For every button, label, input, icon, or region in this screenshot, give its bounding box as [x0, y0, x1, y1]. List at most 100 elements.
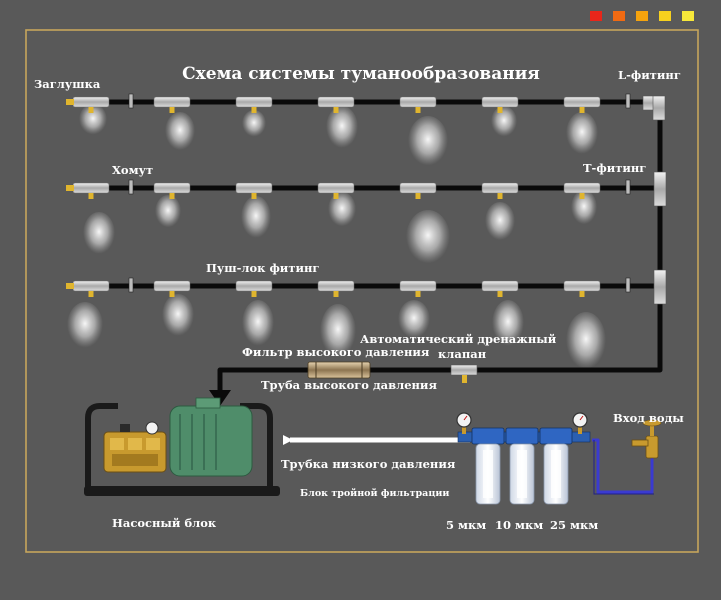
diagram-title: Схема системы туманообразования	[182, 64, 540, 84]
drain-valve-icon	[450, 364, 478, 383]
water-tap-icon	[631, 419, 662, 459]
nozzle-icon	[251, 193, 257, 199]
plugs	[66, 99, 74, 289]
plug-icon	[66, 99, 74, 105]
nozzle-icon	[251, 107, 257, 113]
clamp-icon	[625, 277, 631, 293]
nozzle-icon	[415, 193, 421, 199]
high-pressure-filter	[307, 361, 371, 379]
push-lock-fitting-icon	[563, 96, 601, 108]
label-5-micron: 5 мкм	[446, 518, 486, 532]
nozzle-icon	[169, 291, 175, 297]
nozzle-icon	[88, 107, 94, 113]
label-triple-filter: Блок тройной фильтрации	[300, 488, 449, 499]
label-t-fitting: Т-фитинг	[583, 161, 646, 175]
mist-cloud	[241, 196, 271, 240]
label-25-micron: 25 мкм	[550, 518, 598, 532]
pipe-vertical-riser	[302, 105, 663, 373]
nozzle-icon	[333, 107, 339, 113]
corner-square-amber	[636, 11, 648, 21]
mist-cloud	[162, 294, 194, 338]
mist-cloud	[408, 116, 448, 168]
push-lock-fitting-icon	[72, 280, 110, 292]
pressure-gauge-icon	[572, 412, 588, 434]
mist-cloud	[242, 300, 274, 348]
mist-cloud	[320, 304, 356, 360]
mist-cloud	[67, 302, 103, 350]
nozzle-icon	[415, 107, 421, 113]
nozzle-icon	[169, 193, 175, 199]
mist-cloud	[79, 104, 107, 136]
label-drain-valve-line2: клапан	[438, 347, 487, 361]
nozzle-icon	[497, 193, 503, 199]
mist-cloud	[165, 112, 195, 152]
mist-cloud	[83, 212, 115, 256]
label-hp-pipe: Труба высокого давления	[261, 378, 437, 392]
nozzle-icon	[333, 291, 339, 297]
nozzle-icon	[497, 291, 503, 297]
push-lock-fitting-icon	[153, 280, 191, 292]
corner-squares	[590, 11, 694, 21]
corner-square-orange	[613, 11, 625, 21]
clamp-icon	[625, 93, 631, 109]
push-lock-fitting-icon	[481, 96, 519, 108]
clamp-icon	[128, 93, 134, 109]
push-lock-fitting-icon	[481, 280, 519, 292]
nozzle-icon	[169, 107, 175, 113]
nozzle-icon	[579, 193, 585, 199]
hp-filter-body	[307, 361, 371, 379]
push-lock-fitting-icon	[399, 96, 437, 108]
mist-cloud	[155, 195, 181, 229]
label-push-lock: Пуш-лок фитинг	[206, 261, 319, 275]
mist-cloud	[566, 312, 606, 372]
t-fitting-icon	[653, 269, 667, 305]
clamp-icon	[128, 179, 134, 195]
push-lock-fitting-icon	[563, 182, 601, 194]
frame-border	[25, 29, 699, 553]
pump-base-frame	[84, 486, 280, 496]
filter-housing-25	[539, 427, 573, 505]
plug-icon	[66, 185, 74, 191]
mist-clouds	[67, 104, 606, 372]
label-pump: Насосный блок	[112, 516, 217, 530]
push-lock-fitting-icon	[235, 182, 273, 194]
mist-cloud	[571, 190, 597, 226]
label-clamp: Хомут	[112, 163, 153, 177]
water-inlet-hose	[592, 438, 654, 495]
mist-cloud	[398, 300, 430, 340]
mist-cloud	[328, 192, 356, 228]
nozzle-icon	[579, 107, 585, 113]
nozzle-icon	[251, 291, 257, 297]
corner-square-red	[590, 11, 602, 21]
corner-square-yellow	[659, 11, 671, 21]
nozzle-icon	[415, 291, 421, 297]
push-lock-fitting-icon	[235, 280, 273, 292]
label-l-fitting: L-фитинг	[618, 68, 681, 82]
push-lock-fitting-icon	[317, 96, 355, 108]
label-plug: Заглушка	[34, 77, 101, 91]
push-lock-fitting-icon	[72, 96, 110, 108]
label-drain-valve-line1: Автоматический дренажный	[360, 332, 557, 346]
pump-gauge-icon	[145, 421, 159, 435]
label-water-inlet: Вход воды	[613, 411, 684, 425]
push-lock-fitting-icon	[72, 182, 110, 194]
mist-cloud	[406, 210, 450, 266]
nozzles	[72, 96, 601, 297]
nozzle-icon	[88, 193, 94, 199]
pressure-gauge-icon	[456, 412, 472, 434]
mist-cloud	[242, 110, 266, 138]
filter-housing-5	[471, 427, 505, 505]
push-lock-fitting-icon	[481, 182, 519, 194]
labels: Схема системы туманообразования Заглушка…	[34, 64, 684, 532]
nozzle-icon	[579, 291, 585, 297]
mist-cloud	[485, 202, 515, 242]
mist-cloud	[491, 106, 517, 138]
nozzle-icon	[333, 193, 339, 199]
t-fitting-icon	[653, 171, 667, 207]
clamp-icon	[128, 277, 134, 293]
fittings	[642, 95, 667, 305]
pipe-high-pressure	[217, 367, 308, 395]
push-lock-fitting-icon	[399, 182, 437, 194]
filter-housing-10	[505, 427, 539, 505]
